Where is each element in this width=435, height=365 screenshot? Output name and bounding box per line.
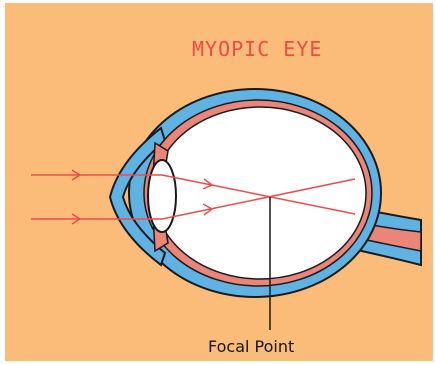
focal-point-label: Focal Point bbox=[208, 337, 294, 356]
lens bbox=[148, 160, 176, 232]
diagram-panel: MYOPIC EYE Focal Point bbox=[5, 3, 433, 361]
vitreous-body bbox=[154, 107, 366, 279]
eye-diagram bbox=[5, 3, 433, 361]
